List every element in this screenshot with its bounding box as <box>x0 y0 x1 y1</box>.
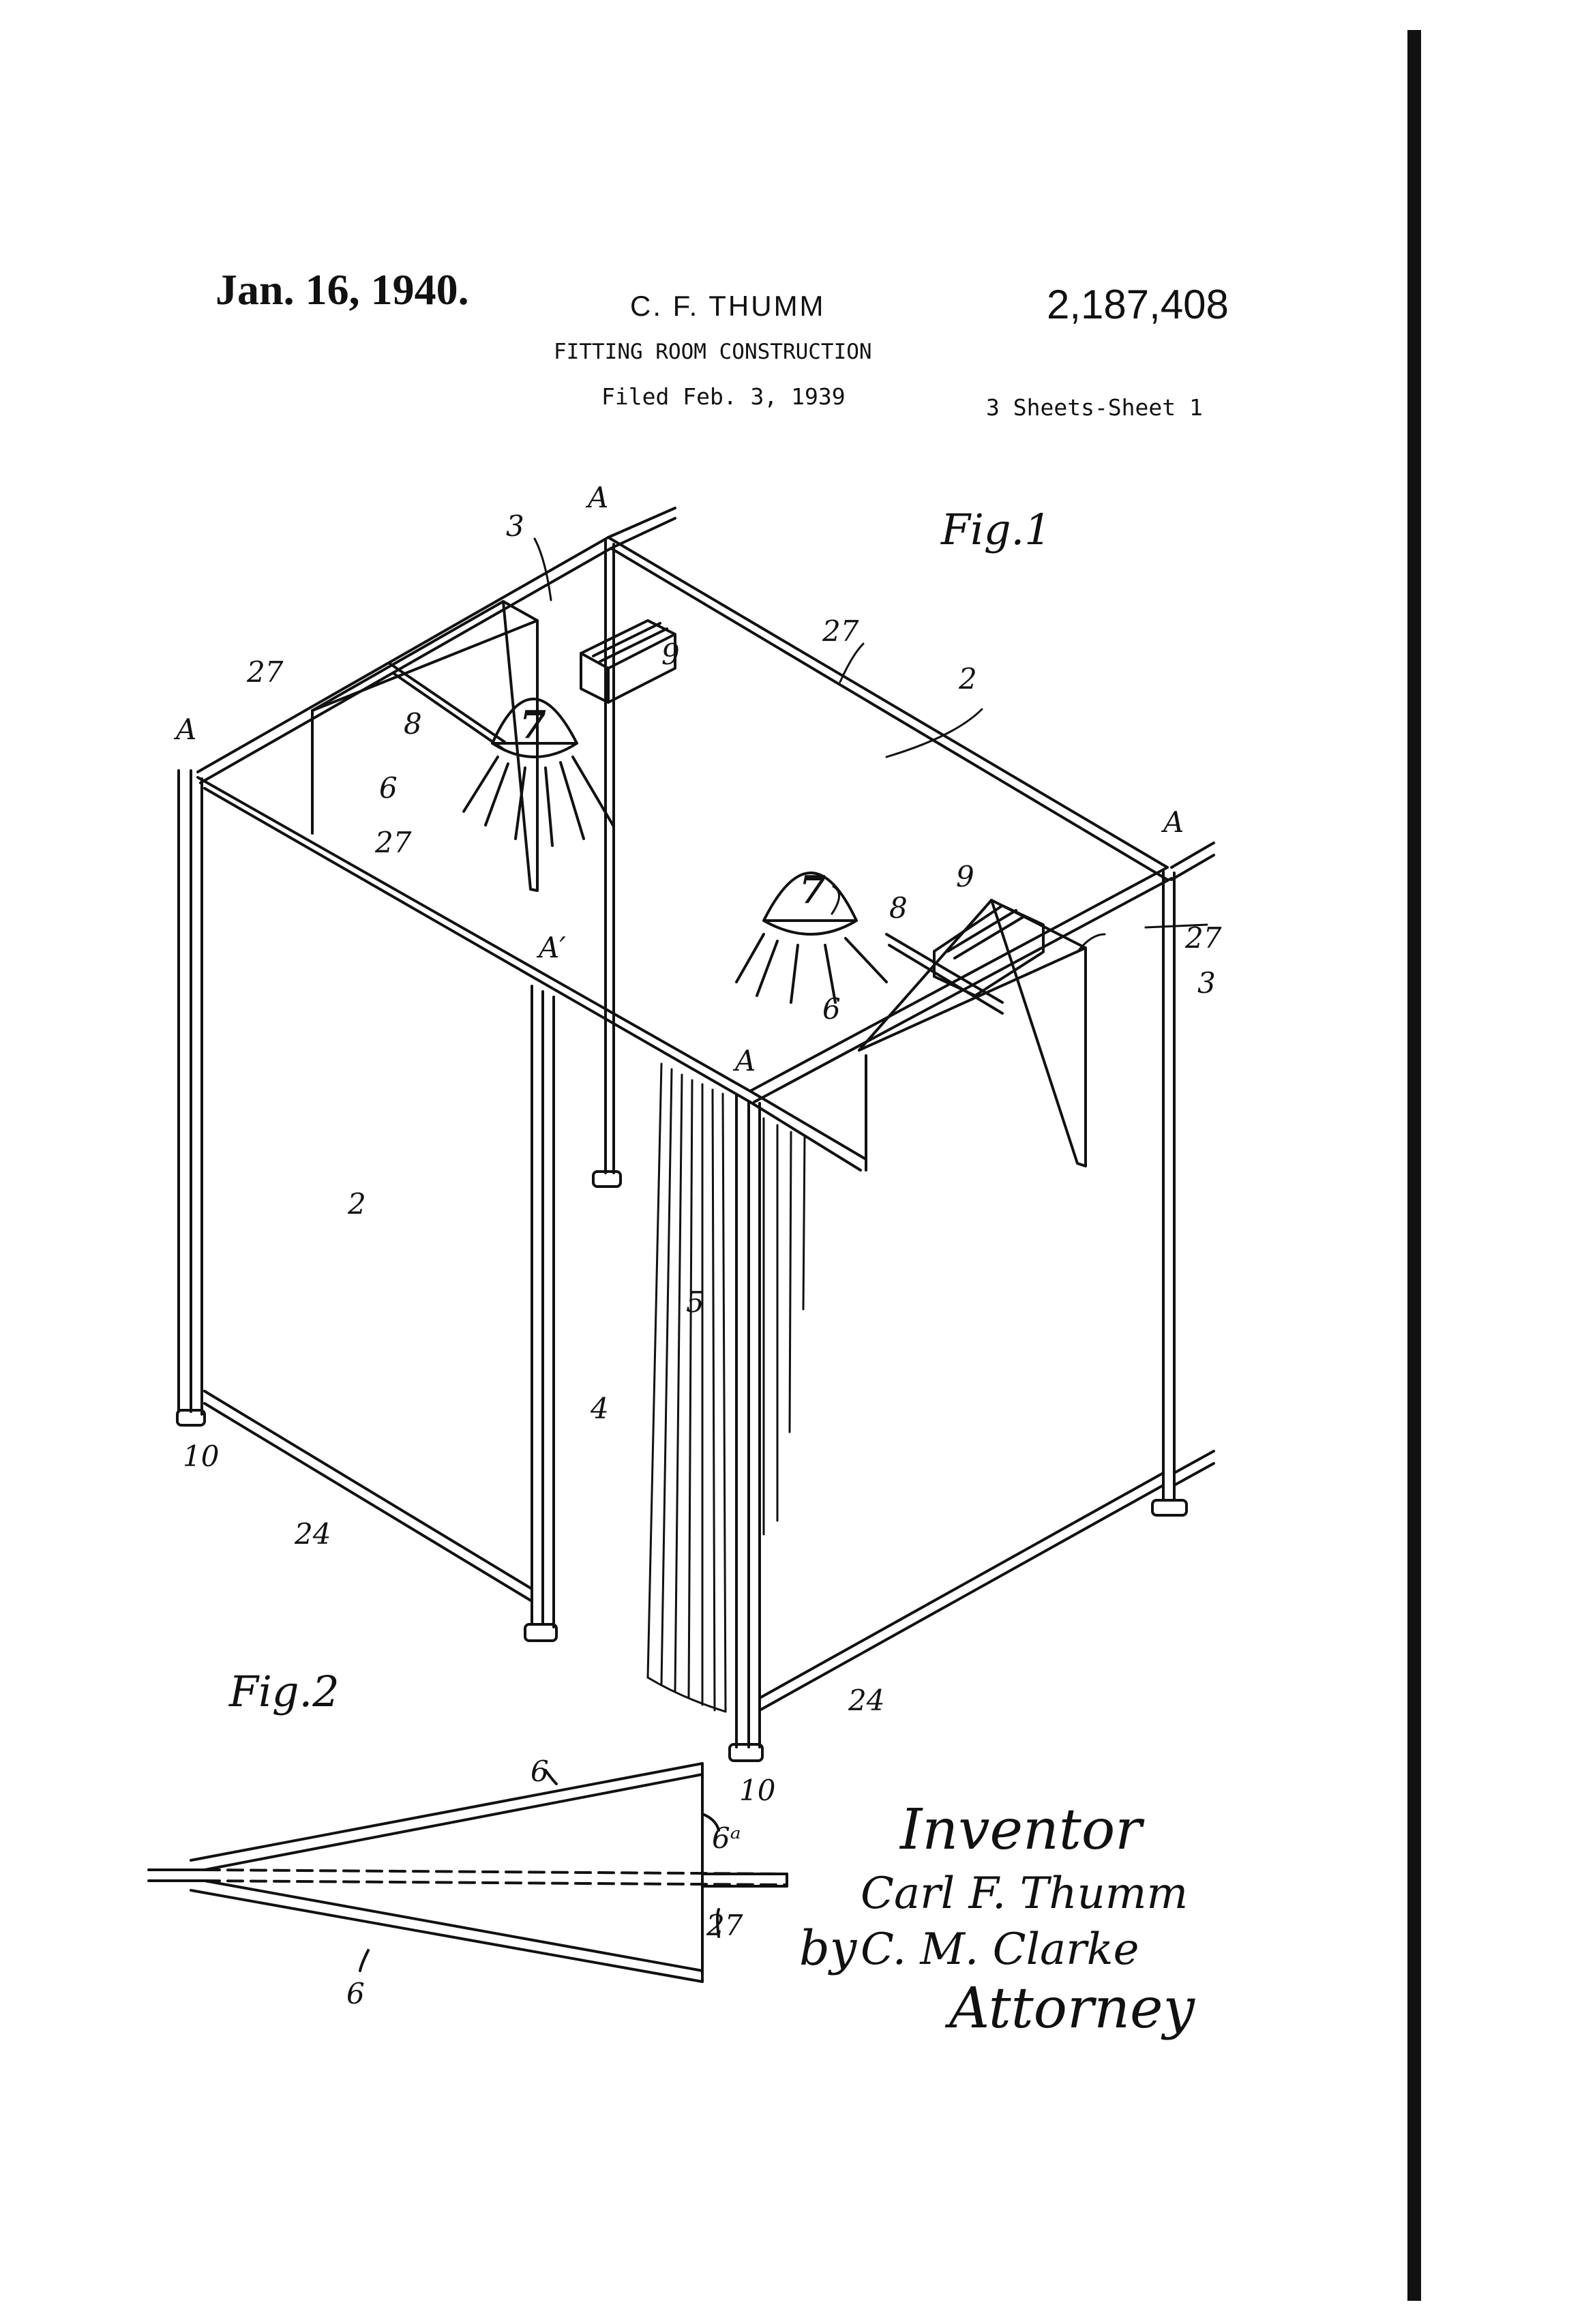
ref-label-27: 27 <box>822 614 859 648</box>
ref-label-24: 24 <box>848 1684 884 1717</box>
ref-label-10: 10 <box>183 1440 219 1473</box>
ref-label-6a: 6ᵃ <box>712 1821 741 1855</box>
bottom-rails <box>205 1391 1214 1710</box>
ref-label-4: 4 <box>590 1392 609 1425</box>
attorney-label: Attorney <box>949 1976 1195 2041</box>
leader-lines <box>535 539 1207 952</box>
attorney-signature: C. M. Clarke <box>861 1924 1139 1975</box>
inventor-signature: Carl F. Thumm <box>861 1868 1188 1919</box>
ref-label-6: 6 <box>346 1977 365 2010</box>
ref-label-8: 8 <box>889 891 908 925</box>
ref-label-A: A <box>173 713 196 746</box>
ref-label-9: 9 <box>956 860 974 893</box>
ref-label-A: A <box>732 1044 756 1077</box>
ref-label-5: 5 <box>686 1285 704 1319</box>
figure-2-title: Fig.2 <box>228 1667 340 1716</box>
inventor-label: Inventor <box>900 1798 1141 1862</box>
ref-label-A: A <box>1161 805 1184 839</box>
ref-label-27: 27 <box>374 826 412 859</box>
ref-label-7: 7 <box>799 867 826 912</box>
ref-label-A-prime: A′ <box>536 931 566 964</box>
ref-label-27: 27 <box>246 655 284 689</box>
ref-label-27: 27 <box>1184 921 1222 955</box>
ref-label-27: 27 <box>706 1909 743 1942</box>
ref-label-6: 6 <box>379 771 398 805</box>
scan-edge-bar <box>1407 30 1421 2301</box>
ref-label-24: 24 <box>294 1517 331 1551</box>
top-rails <box>198 508 1214 1170</box>
ref-label-9: 9 <box>661 638 680 671</box>
ref-label-3: 3 <box>506 509 524 543</box>
ref-label-10: 10 <box>739 1774 775 1807</box>
ref-label-6: 6 <box>822 992 841 1026</box>
light-shade-left <box>312 601 537 891</box>
ref-label-3: 3 <box>1197 966 1216 1000</box>
light-shade-right <box>859 900 1086 1170</box>
ref-label-8: 8 <box>404 707 422 741</box>
figure-1-title: Fig.1 <box>940 505 1051 554</box>
curtain <box>648 1064 805 1712</box>
ref-label-7: 7 <box>520 702 546 747</box>
ref-label-A: A <box>585 481 608 514</box>
fig2-diagram <box>149 1763 787 1982</box>
by-label: by <box>799 1920 856 1976</box>
ref-label-2: 2 <box>347 1187 366 1221</box>
ref-label-2: 2 <box>958 662 977 696</box>
ref-label-6: 6 <box>531 1755 549 1788</box>
